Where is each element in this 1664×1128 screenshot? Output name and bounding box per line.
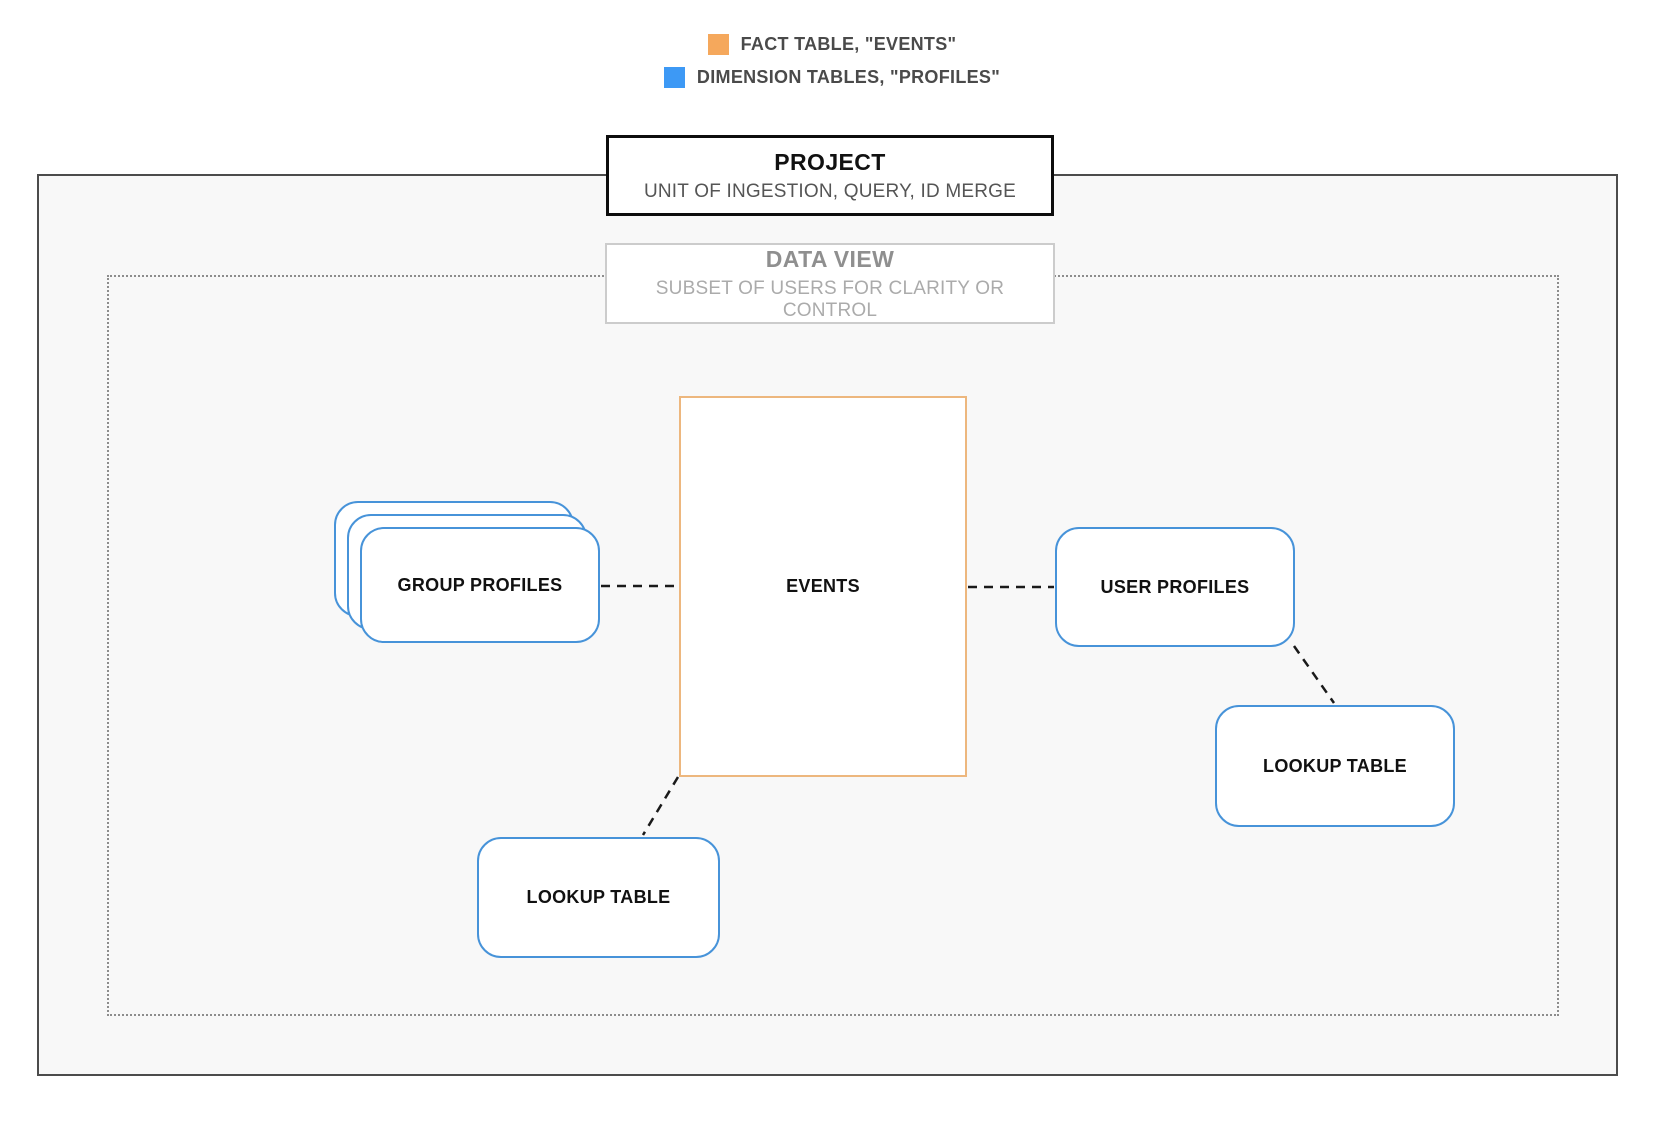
- project-subtitle: UNIT OF INGESTION, QUERY, ID MERGE: [643, 180, 1017, 202]
- node-user-profiles: USER PROFILES: [1055, 527, 1295, 647]
- dimension-tables-swatch-icon: [663, 66, 685, 88]
- legend-label-dimension-tables: DIMENSION TABLES, "PROFILES": [696, 66, 1001, 87]
- node-events: EVENTS: [679, 396, 967, 777]
- data-view-title: DATA VIEW: [765, 245, 895, 272]
- legend: FACT TABLE, "EVENTS" DIMENSION TABLES, "…: [0, 33, 1664, 88]
- project-box: PROJECT UNIT OF INGESTION, QUERY, ID MER…: [606, 135, 1054, 216]
- node-events-label: EVENTS: [786, 576, 860, 596]
- project-title: PROJECT: [774, 148, 886, 175]
- legend-label-fact-table: FACT TABLE, "EVENTS": [740, 33, 957, 54]
- node-group-profiles-label: GROUP PROFILES: [397, 574, 563, 595]
- node-lookup-table-right-label: LOOKUP TABLE: [1263, 755, 1407, 776]
- node-lookup-table-left-label: LOOKUP TABLE: [526, 887, 671, 907]
- node-group-profiles: GROUP PROFILES: [360, 527, 600, 643]
- node-user-profiles-label: USER PROFILES: [1100, 576, 1250, 597]
- legend-item-dimension-tables: DIMENSION TABLES, "PROFILES": [663, 66, 1001, 88]
- edge-events-lookup-table: [641, 776, 680, 836]
- legend-item-fact-table: FACT TABLE, "EVENTS": [707, 33, 957, 55]
- data-view-box: DATA VIEW SUBSET OF USERS FOR CLARITY OR…: [605, 243, 1055, 324]
- edge-user-profiles-lookup-table: [1292, 645, 1336, 704]
- node-lookup-table-right: LOOKUP TABLE: [1215, 705, 1455, 827]
- data-view-subtitle: SUBSET OF USERS FOR CLARITY OR CONTROL: [655, 277, 1005, 321]
- fact-table-swatch-icon: [707, 33, 729, 55]
- node-lookup-table-left: LOOKUP TABLE: [477, 837, 720, 958]
